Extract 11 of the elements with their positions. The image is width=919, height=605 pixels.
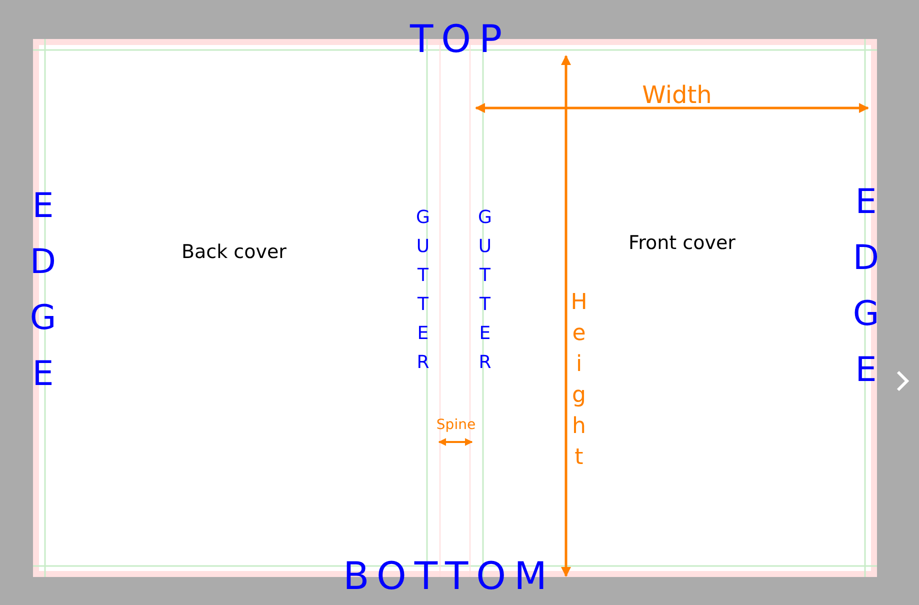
panel-label: Front cover xyxy=(628,232,736,254)
edge-heading: TOP xyxy=(408,19,510,61)
gutter-label: GUTTER xyxy=(478,206,492,375)
gutter-label: GUTTER xyxy=(416,206,430,375)
dimension-label: Width xyxy=(642,82,712,108)
dimension-label: Height xyxy=(570,289,588,472)
edge-heading: BOTTOM xyxy=(342,556,555,598)
edge-heading: EDGE xyxy=(29,185,57,396)
panel-label: Back cover xyxy=(182,242,286,262)
dimension-label: Spine xyxy=(436,418,476,434)
edge-heading: EDGE xyxy=(852,181,880,392)
